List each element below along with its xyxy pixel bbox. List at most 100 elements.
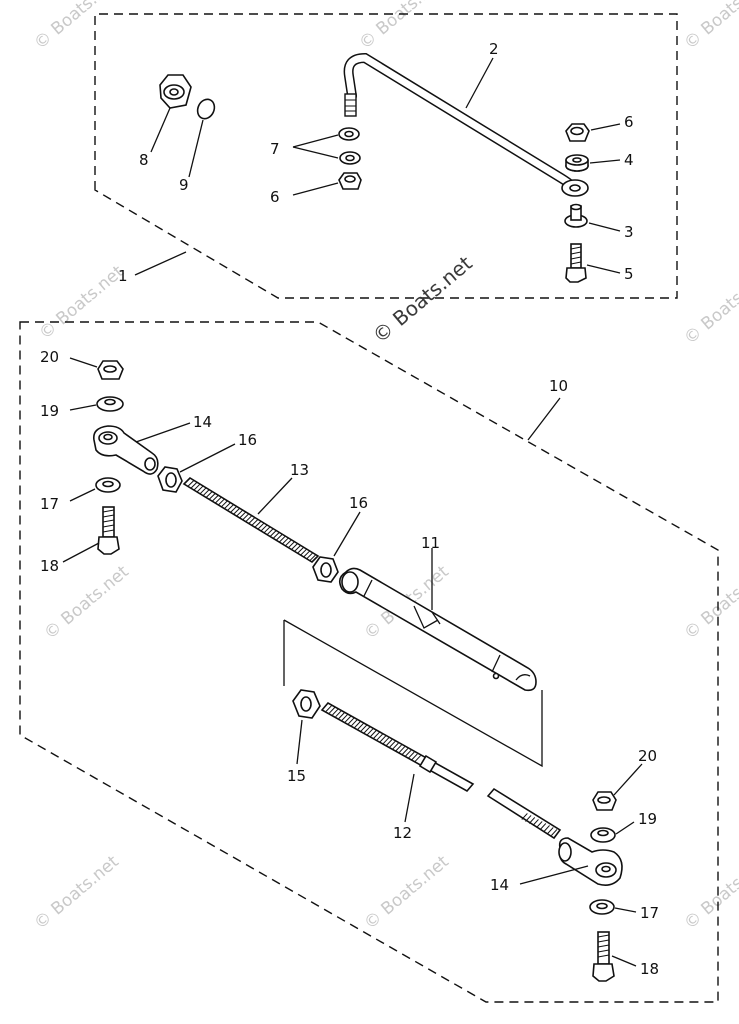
thread-line	[373, 731, 380, 739]
callout-19-left: 19	[40, 402, 59, 420]
thread-line	[335, 710, 342, 718]
callout-19-right: 19	[638, 810, 657, 828]
callout-3: 3	[624, 223, 634, 241]
callout-5: 5	[624, 265, 634, 283]
callout-7: 7	[270, 140, 280, 158]
thread-line	[288, 541, 295, 548]
callout-12: 12	[393, 824, 412, 842]
thread-line	[300, 548, 307, 556]
thread-line	[279, 535, 286, 543]
callout-4: 4	[624, 151, 634, 169]
thread-line	[266, 528, 274, 535]
callout-17-right: 17	[640, 904, 659, 922]
callout-13: 13	[290, 461, 309, 479]
thread-line	[193, 483, 201, 491]
thread-line	[215, 496, 222, 504]
thread-line	[242, 513, 250, 521]
thread-line	[385, 739, 393, 746]
callout-16-upper: 16	[238, 431, 257, 449]
callout-10: 10	[549, 377, 568, 395]
thread-line	[325, 704, 333, 712]
thread-line	[221, 500, 228, 508]
thread-line	[297, 546, 304, 554]
thread-line	[404, 749, 412, 757]
part-20-nut-right	[592, 791, 617, 811]
leader-18-left	[62, 542, 100, 563]
part-8-nut	[159, 74, 192, 109]
thread-line	[211, 494, 219, 502]
thread-line	[282, 537, 289, 545]
part-7-washer-hole	[345, 154, 355, 162]
part-17-washer-left	[95, 477, 121, 493]
thread-line	[528, 817, 536, 824]
inset-outline	[283, 619, 543, 768]
part-5-bolt	[565, 243, 587, 283]
thread-line	[196, 485, 204, 493]
leader-20-left	[69, 357, 98, 368]
thread-line	[521, 813, 528, 820]
leader-15	[296, 719, 303, 765]
thread-line	[341, 713, 349, 721]
thread-line	[536, 821, 543, 828]
leader-10	[527, 397, 561, 441]
part-14-ball-joint-left	[92, 425, 159, 475]
thread-line	[245, 515, 253, 522]
watermark-tile: © Boats.net	[355, 0, 448, 54]
watermark-tile: © Boats.net	[680, 0, 739, 54]
thread-line	[254, 520, 262, 528]
thread-line	[239, 511, 246, 519]
thread-line	[366, 728, 374, 736]
part-6-nut-left	[338, 172, 362, 190]
thread-line	[363, 726, 371, 734]
thread-line	[392, 742, 399, 750]
callout-14-left: 14	[193, 413, 212, 431]
leader-19-right	[615, 821, 635, 835]
thread-line	[218, 498, 225, 506]
leader-17-left	[69, 488, 96, 502]
leader-19-left	[69, 404, 97, 411]
thread-line	[202, 489, 210, 496]
assembly-10-boundary	[19, 321, 719, 1003]
thread-line	[269, 530, 277, 537]
leader-1	[134, 251, 187, 276]
callout-11: 11	[421, 534, 440, 552]
thread-line	[344, 715, 352, 723]
thread-line	[389, 740, 396, 748]
part-6-nut-right	[565, 123, 590, 142]
watermark-tile: © Boats.net	[680, 562, 739, 644]
thread-line	[303, 550, 310, 558]
thread-line	[294, 545, 301, 552]
thread-line	[414, 755, 421, 763]
thread-line	[328, 706, 336, 714]
thread-line	[205, 491, 213, 498]
leader-6-right	[590, 123, 621, 131]
thread-line	[382, 737, 390, 745]
leader-4	[589, 159, 621, 164]
thread-line	[251, 519, 259, 526]
part-19-washer-right	[590, 827, 616, 843]
callout-9: 9	[179, 176, 189, 194]
thread-line	[543, 825, 550, 832]
leader-20-right	[613, 763, 643, 796]
leader-14-left	[135, 422, 191, 443]
leader-9	[188, 119, 204, 178]
thread-line	[272, 532, 280, 539]
part-20-nut-left	[97, 360, 124, 380]
leader-2	[465, 57, 494, 109]
leader-14-right	[519, 865, 589, 885]
thread-line	[547, 827, 554, 834]
callout-8: 8	[139, 151, 149, 169]
thread-line	[351, 719, 358, 727]
thread-line	[338, 712, 345, 719]
part-17-washer-right	[589, 899, 615, 915]
callout-18-left: 18	[40, 557, 59, 575]
thread-line	[187, 480, 195, 487]
leader-6-left	[292, 182, 339, 196]
thread-line	[309, 554, 317, 561]
part-4-bushing	[565, 154, 589, 172]
thread-line	[411, 753, 418, 761]
thread-line	[257, 522, 265, 530]
thread-line	[224, 502, 231, 509]
watermark-tile: © Boats.net	[360, 852, 453, 934]
